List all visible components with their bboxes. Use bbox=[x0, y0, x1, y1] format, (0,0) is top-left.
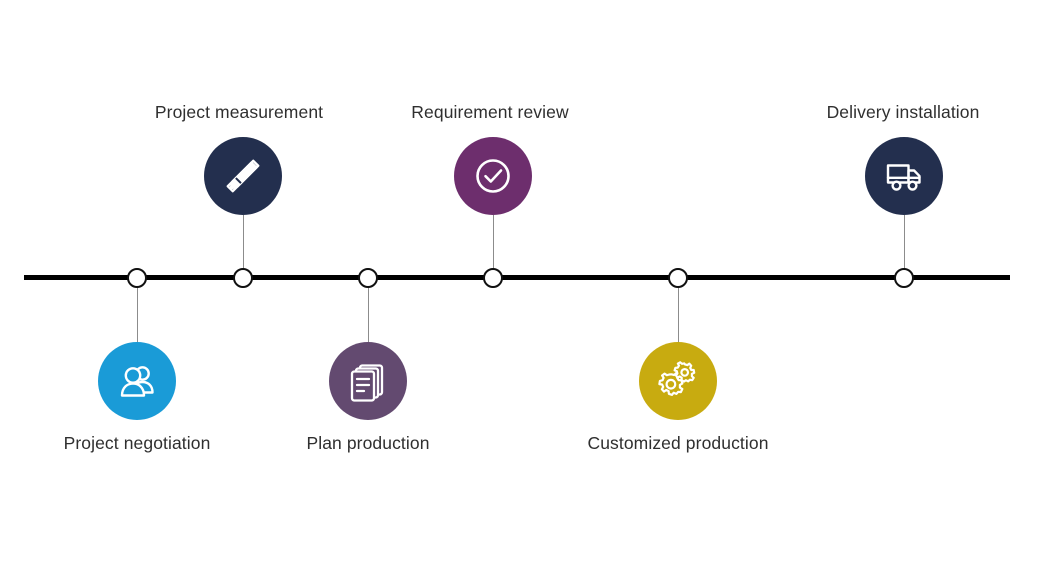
timeline-node-customized-production[interactable] bbox=[668, 268, 688, 288]
step-bubble-project-measurement[interactable] bbox=[204, 137, 282, 215]
step-caption-customized-production: Customized production bbox=[587, 433, 769, 453]
step-bubble-requirement-review[interactable] bbox=[454, 137, 532, 215]
timeline-node-project-negotiation[interactable] bbox=[127, 268, 147, 288]
step-bubble-plan-production[interactable] bbox=[329, 342, 407, 420]
documents-icon bbox=[347, 360, 389, 402]
stem-delivery-installation bbox=[903, 215, 905, 273]
stem-requirement-review bbox=[492, 215, 494, 273]
timeline-node-requirement-review[interactable] bbox=[483, 268, 503, 288]
step-bubble-delivery-installation[interactable] bbox=[865, 137, 943, 215]
stem-project-measurement bbox=[242, 215, 244, 273]
step-caption-delivery-installation: Delivery installation bbox=[826, 102, 980, 122]
step-caption-plan-production: Plan production bbox=[306, 433, 430, 453]
step-caption-project-measurement: Project measurement bbox=[154, 102, 324, 122]
ruler-pencil-icon bbox=[221, 154, 265, 198]
stem-plan-production bbox=[367, 282, 369, 343]
step-bubble-customized-production[interactable] bbox=[639, 342, 717, 420]
timeline-axis bbox=[24, 275, 1010, 280]
stem-project-negotiation bbox=[136, 282, 138, 343]
timeline-node-delivery-installation[interactable] bbox=[894, 268, 914, 288]
truck-icon bbox=[881, 153, 927, 199]
stem-customized-production bbox=[677, 282, 679, 343]
check-circle-icon bbox=[470, 153, 516, 199]
step-caption-requirement-review: Requirement review bbox=[411, 102, 569, 122]
gears-icon bbox=[655, 358, 701, 404]
timeline-node-project-measurement[interactable] bbox=[233, 268, 253, 288]
step-bubble-project-negotiation[interactable] bbox=[98, 342, 176, 420]
timeline-node-plan-production[interactable] bbox=[358, 268, 378, 288]
step-caption-project-negotiation: Project negotiation bbox=[63, 433, 211, 453]
users-icon bbox=[115, 359, 159, 403]
